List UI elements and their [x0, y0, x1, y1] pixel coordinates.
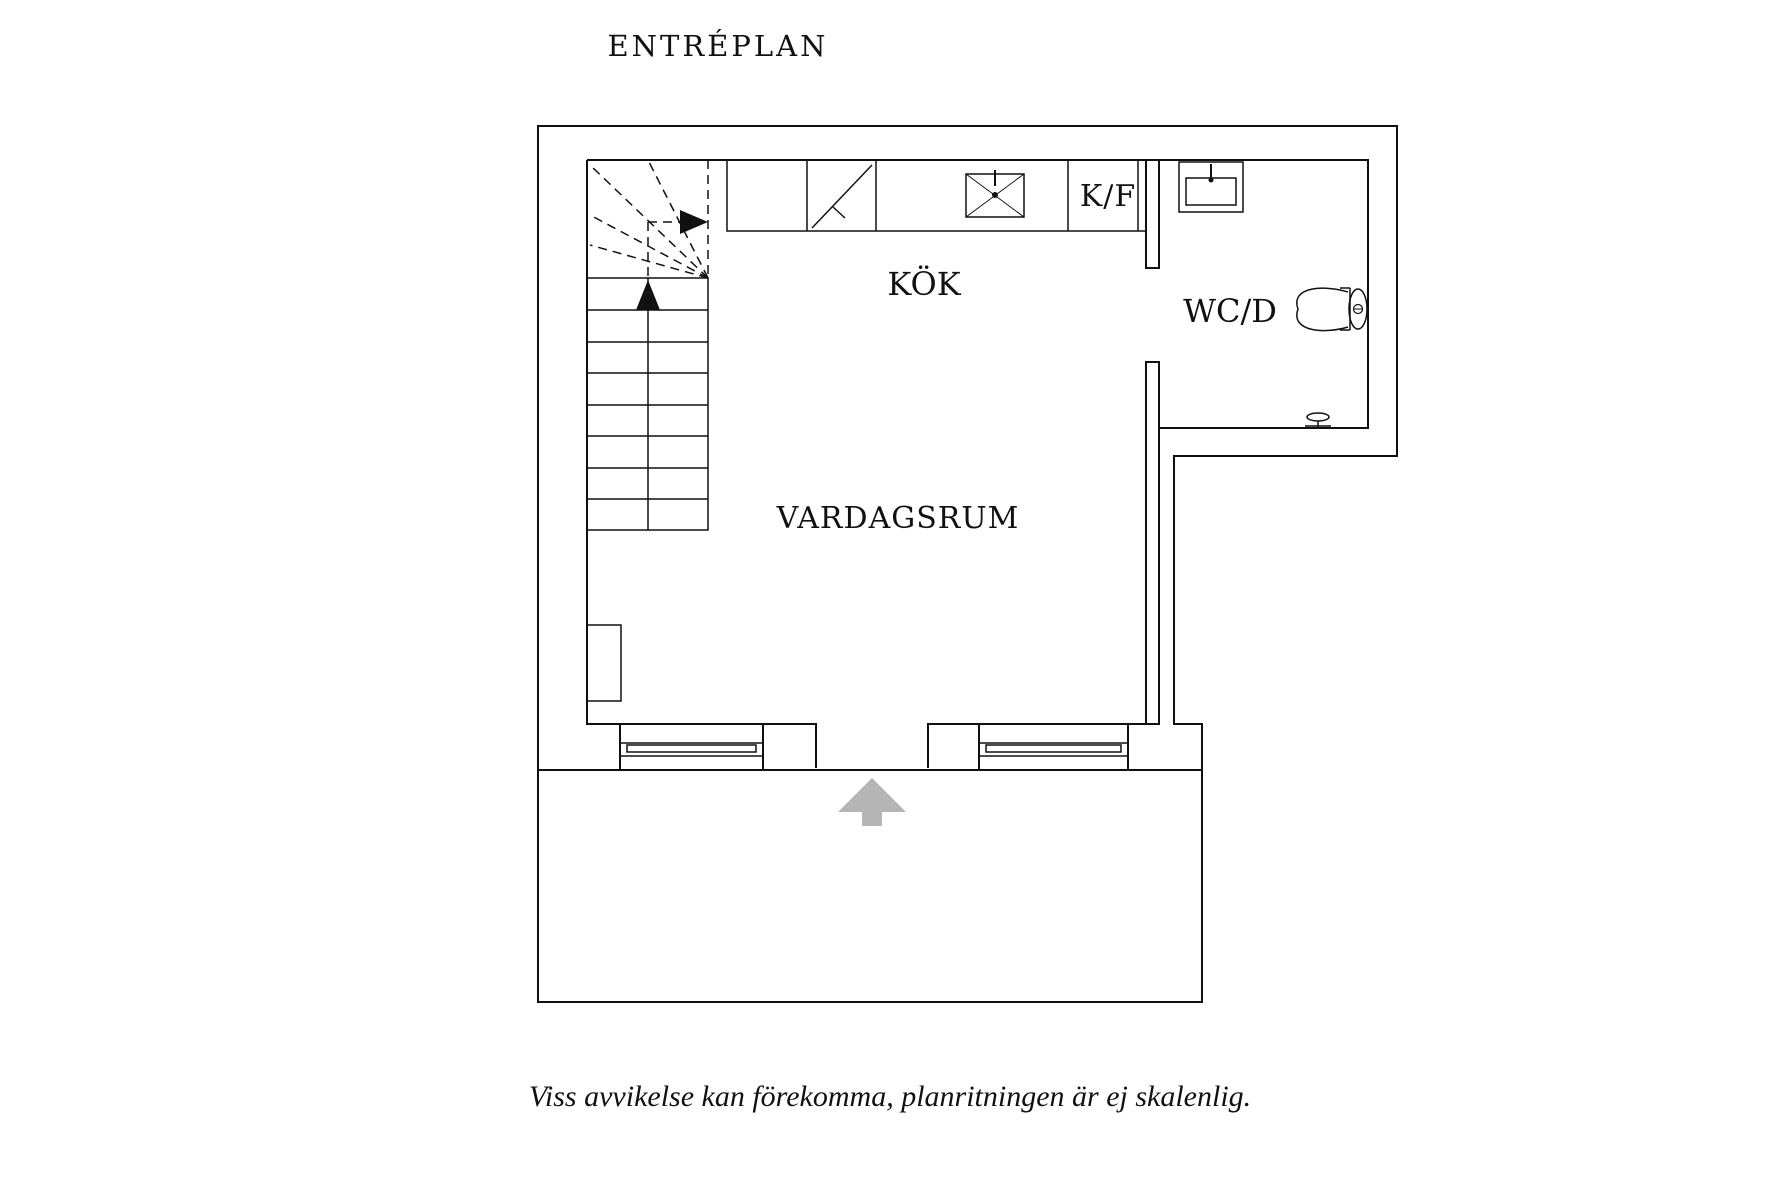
stove-icon: [811, 164, 873, 229]
front-wall-right: [978, 724, 1129, 770]
room-label-kitchen: KÖK: [887, 265, 961, 303]
stair-arrow-icon: [636, 210, 708, 310]
inner-wall: [586, 159, 1147, 768]
entry-arrow-shape: [838, 778, 906, 826]
window-left: [620, 742, 763, 757]
floor-drain-icon: [1305, 412, 1331, 428]
room-label-wc: WC/D: [1183, 292, 1277, 330]
bathroom-partition-bottom: [1145, 361, 1160, 725]
staircase: [586, 159, 709, 531]
fridge-freezer-label: K/F: [1080, 179, 1136, 214]
kitchen-counter: [726, 159, 1147, 232]
cabinet: [586, 624, 622, 702]
washbasin-icon: [1178, 161, 1244, 213]
sink-icon: [965, 170, 1025, 218]
plan-title: ENTRÉPLAN: [608, 28, 829, 63]
toilet-icon: [1296, 287, 1368, 332]
disclaimer: Viss avvikelse kan förekomma, planritnin…: [529, 1080, 1251, 1113]
window-right: [979, 742, 1128, 757]
bathroom-partition-top: [1145, 159, 1160, 269]
front-wall-left: [619, 724, 764, 770]
room-label-living: VARDAGSRUM: [776, 501, 1020, 536]
outer-wall: [537, 125, 1398, 1003]
